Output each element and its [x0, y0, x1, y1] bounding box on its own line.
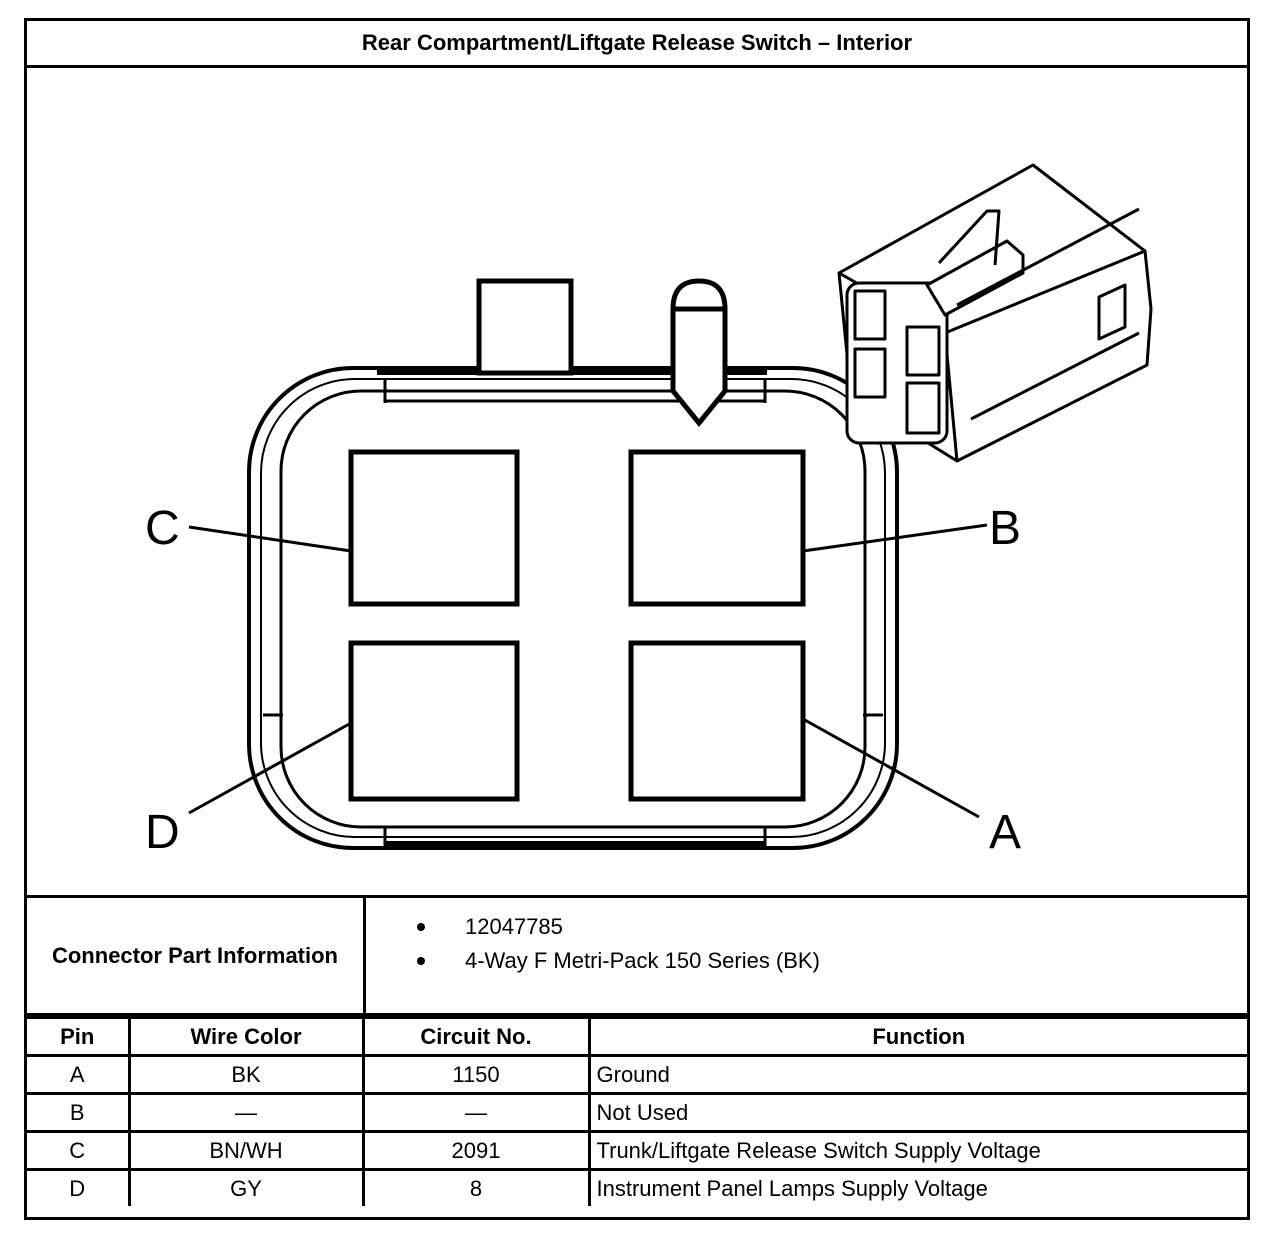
- pin-cavities: [348, 449, 806, 802]
- cell-pin: B: [27, 1092, 131, 1133]
- cell-circuit: —: [361, 1092, 591, 1133]
- header-wire-color: Wire Color: [127, 1016, 365, 1057]
- header-pin: Pin: [27, 1016, 131, 1057]
- header-circuit-no: Circuit No.: [361, 1016, 591, 1057]
- cell-circuit: 8: [361, 1168, 591, 1206]
- part-info-item: 12047785: [417, 910, 820, 944]
- table-row: D GY 8 Instrument Panel Lamps Supply Vol…: [27, 1168, 1247, 1206]
- connector-isometric-illustration: [837, 163, 1153, 463]
- cell-wire-color: BN/WH: [127, 1130, 365, 1171]
- cavity-c: [348, 449, 520, 607]
- connector-description: 4-Way F Metri-Pack 150 Series (BK): [465, 948, 820, 973]
- cell-pin: A: [27, 1054, 131, 1095]
- bullet-icon: [417, 957, 425, 965]
- cell-wire-color: BK: [127, 1054, 365, 1095]
- pin-label-c: C: [145, 502, 180, 555]
- table-row: C BN/WH 2091 Trunk/Liftgate Release Swit…: [27, 1130, 1247, 1171]
- pin-label-a: A: [989, 806, 1021, 859]
- cavity-d: [348, 640, 520, 802]
- cell-wire-color: —: [127, 1092, 365, 1133]
- pin-label-b: B: [989, 502, 1021, 555]
- pin-table-header: Pin Wire Color Circuit No. Function: [27, 1016, 1247, 1057]
- cell-pin: D: [27, 1168, 131, 1206]
- cavity-b: [628, 449, 806, 607]
- pin-table: Pin Wire Color Circuit No. Function A BK…: [27, 1016, 1247, 1206]
- part-info-label: Connector Part Information: [27, 898, 366, 1013]
- locking-tab: [476, 278, 574, 376]
- part-number: 12047785: [465, 914, 563, 939]
- leader-lines: [188, 523, 988, 819]
- cell-function: Ground: [587, 1054, 1247, 1095]
- header-function: Function: [587, 1016, 1247, 1057]
- cell-circuit: 2091: [361, 1130, 591, 1171]
- part-info-list: 12047785 4-Way F Metri-Pack 150 Series (…: [417, 910, 820, 978]
- cell-function: Not Used: [587, 1092, 1247, 1133]
- polarizing-key: [670, 278, 728, 427]
- sheet-title: Rear Compartment/Liftgate Release Switch…: [27, 21, 1247, 68]
- connector-sheet: Rear Compartment/Liftgate Release Switch…: [24, 18, 1250, 1220]
- cell-wire-color: GY: [127, 1168, 365, 1206]
- pin-label-d: D: [145, 806, 180, 859]
- connector-face-diagram: C B D A: [145, 163, 1153, 859]
- cell-circuit: 1150: [361, 1054, 591, 1095]
- part-info-item: 4-Way F Metri-Pack 150 Series (BK): [417, 944, 820, 978]
- bullet-icon: [417, 923, 425, 931]
- table-row: A BK 1150 Ground: [27, 1054, 1247, 1095]
- cell-function: Trunk/Liftgate Release Switch Supply Vol…: [587, 1130, 1247, 1171]
- cell-function: Instrument Panel Lamps Supply Voltage: [587, 1168, 1247, 1206]
- connector-part-information: Connector Part Information 12047785 4-Wa…: [27, 895, 1247, 1016]
- table-row: B — — Not Used: [27, 1092, 1247, 1133]
- connector-figure: C B D A: [27, 65, 1247, 895]
- cavity-a: [628, 640, 806, 802]
- cell-pin: C: [27, 1130, 131, 1171]
